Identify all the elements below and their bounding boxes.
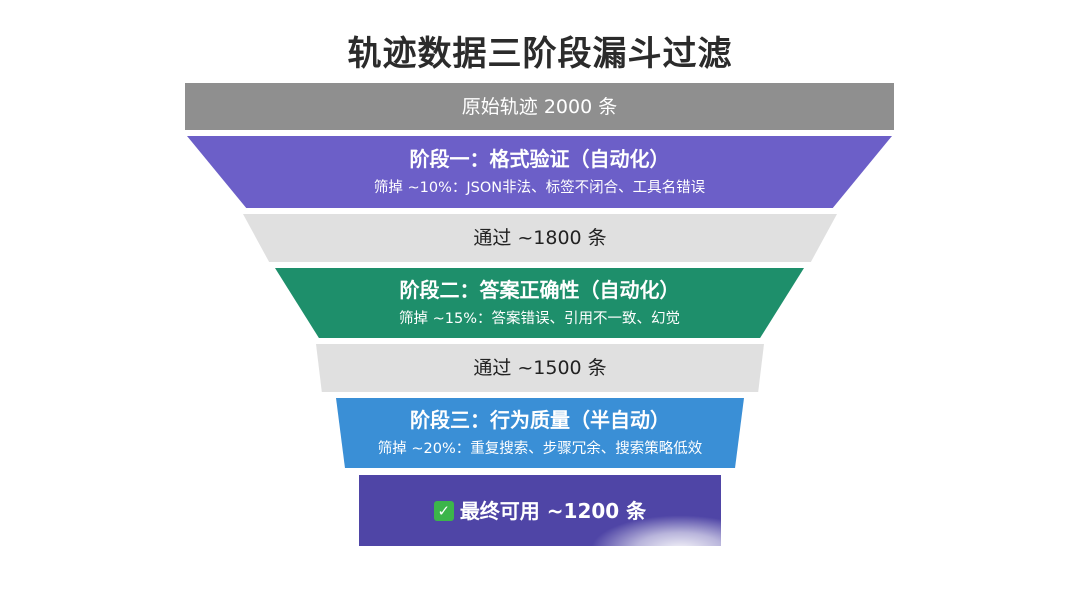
diagram-title: 轨迹数据三阶段漏斗过滤: [347, 34, 733, 74]
stage1-title: 阶段一：格式验证（自动化）: [409, 147, 670, 171]
check-icon: ✓: [433, 500, 454, 521]
stage2-title: 阶段二：答案正确性（自动化）: [399, 278, 680, 302]
stage2-detail: 筛掉 ~15%：答案错误、引用不一致、幻觉: [399, 311, 680, 327]
stage3-band: 阶段三：行为质量（半自动） 筛掉 ~20%：重复搜索、步骤冗余、搜索策略低效: [336, 398, 744, 468]
stage1-detail: 筛掉 ~10%：JSON非法、标签不闭合、工具名错误: [373, 180, 706, 196]
stage2-band: 阶段二：答案正确性（自动化） 筛掉 ~15%：答案错误、引用不一致、幻觉: [275, 268, 804, 338]
stage1-band: 阶段一：格式验证（自动化） 筛掉 ~10%：JSON非法、标签不闭合、工具名错误: [187, 136, 892, 208]
final-label: 最终可用 ~1200 条: [459, 498, 647, 523]
stage3-title: 阶段三：行为质量（半自动）: [410, 408, 670, 432]
stage3-detail: 筛掉 ~20%：重复搜索、步骤冗余、搜索策略低效: [377, 441, 703, 457]
final-band: ✓ 最终可用 ~1200 条: [359, 475, 721, 546]
raw-trajectories-band: 原始轨迹 2000 条: [185, 83, 894, 130]
pass2-band: 通过 ~1500 条: [316, 344, 764, 392]
pass1-band: 通过 ~1800 条: [243, 214, 837, 262]
pass2-label: 通过 ~1500 条: [473, 357, 607, 379]
pass1-label: 通过 ~1800 条: [473, 227, 607, 249]
raw-trajectories-label: 原始轨迹 2000 条: [461, 95, 618, 118]
